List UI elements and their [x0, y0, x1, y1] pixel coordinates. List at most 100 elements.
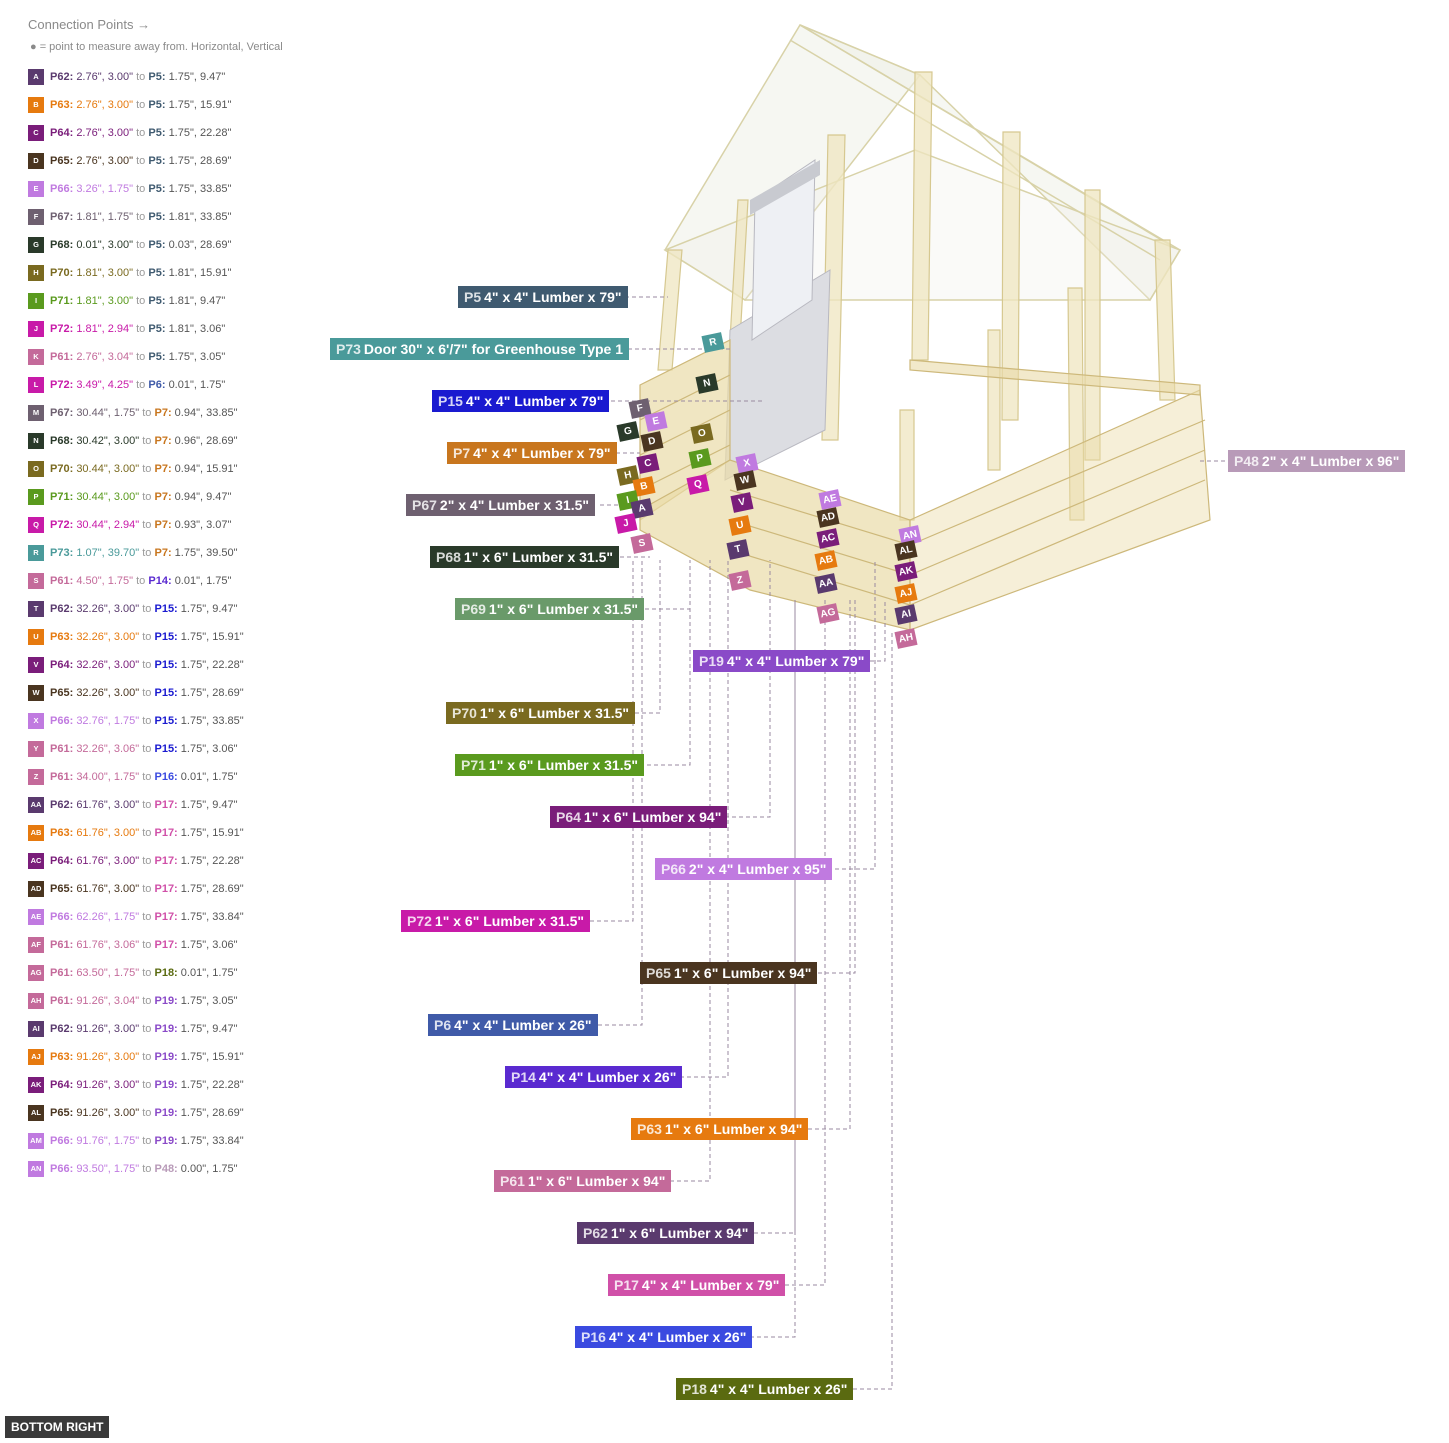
view-orientation-badge: BOTTOM RIGHT [5, 1416, 110, 1438]
from-part: P71: [50, 295, 74, 307]
connection-point-text: P72: 1.81", 2.94" to P5: 1.81", 3.06" [50, 320, 225, 338]
to-word: to [136, 239, 146, 251]
target-value: 0.94", 15.91" [174, 463, 238, 475]
to-word: to [136, 379, 146, 391]
target-value: 0.01", 1.75" [168, 379, 226, 391]
from-part: P66: [50, 1135, 74, 1147]
from-value: 3.26", 1.75" [76, 183, 134, 195]
from-part: P73: [50, 547, 74, 559]
target-value: 0.01", 1.75" [180, 967, 238, 979]
connection-point-text: P64: 91.26", 3.00" to P19: 1.75", 22.28" [50, 1076, 244, 1094]
from-part: P65: [50, 1107, 74, 1119]
to-word: to [142, 799, 152, 811]
target-value: 1.81", 15.91" [168, 267, 232, 279]
connection-point-badge: T [28, 601, 44, 617]
target-part: P17: [154, 939, 178, 951]
target-value: 1.75", 9.47" [180, 1023, 238, 1035]
target-part: P17: [154, 799, 178, 811]
target-part: P17: [154, 855, 178, 867]
from-value: 1.81", 3.00" [76, 267, 134, 279]
target-part: P5: [148, 99, 166, 111]
from-part: P61: [50, 351, 74, 363]
connection-point-text: P65: 2.76", 3.00" to P5: 1.75", 28.69" [50, 152, 231, 170]
to-word: to [142, 519, 152, 531]
to-word: to [142, 911, 152, 923]
from-part: P65: [50, 687, 74, 699]
to-word: to [136, 295, 146, 307]
from-value: 1.81", 1.75" [76, 211, 134, 223]
connection-point-badge: AA [28, 797, 44, 813]
from-part: P64: [50, 1079, 74, 1091]
connection-point-badge: AC [28, 853, 44, 869]
target-value: 1.81", 33.85" [168, 211, 232, 223]
target-part: P15: [154, 631, 178, 643]
target-part: P16: [154, 771, 178, 783]
target-value: 1.75", 3.05" [168, 351, 226, 363]
from-value: 32.26", 3.00" [76, 603, 140, 615]
from-value: 61.76", 3.00" [76, 883, 140, 895]
target-value: 1.75", 22.28" [180, 855, 244, 867]
target-part: P5: [148, 351, 166, 363]
connection-point-badge: S [28, 573, 44, 589]
connection-point-badge: U [28, 629, 44, 645]
from-part: P67: [50, 407, 74, 419]
from-part: P72: [50, 323, 74, 335]
target-part: P6: [148, 379, 166, 391]
from-part: P63: [50, 1051, 74, 1063]
target-part: P5: [148, 71, 166, 83]
from-value: 0.01", 3.00" [76, 239, 134, 251]
target-value: 1.75", 39.50" [174, 547, 238, 559]
from-value: 2.76", 3.00" [76, 71, 134, 83]
target-part: P19: [154, 1023, 178, 1035]
from-part: P64: [50, 855, 74, 867]
connection-point-text: P64: 32.26", 3.00" to P15: 1.75", 22.28" [50, 656, 244, 674]
target-part: P5: [148, 267, 166, 279]
leader-lines [590, 296, 1225, 1390]
connection-point-text: P66: 32.76", 1.75" to P15: 1.75", 33.85" [50, 712, 244, 730]
target-part: P7: [154, 547, 172, 559]
connection-point-text: P66: 93.50", 1.75" to P48: 0.00", 1.75" [50, 1160, 238, 1178]
to-word: to [136, 211, 146, 223]
from-value: 91.76", 1.75" [76, 1135, 140, 1147]
target-value: 1.75", 28.69" [168, 155, 232, 167]
from-part: P62: [50, 799, 74, 811]
from-value: 30.44", 3.00" [76, 463, 140, 475]
target-part: P7: [154, 519, 172, 531]
from-value: 3.49", 4.25" [76, 379, 134, 391]
connection-point-text: P61: 34.00", 1.75" to P16: 0.01", 1.75" [50, 768, 238, 786]
connection-point-text: P70: 1.81", 3.00" to P5: 1.81", 15.91" [50, 264, 231, 282]
connection-point-badge: AK [28, 1077, 44, 1093]
from-part: P64: [50, 659, 74, 671]
from-value: 61.76", 3.06" [76, 939, 140, 951]
target-part: P17: [154, 883, 178, 895]
target-value: 1.75", 22.28" [180, 1079, 244, 1091]
target-value: 1.75", 15.91" [180, 631, 244, 643]
target-part: P19: [154, 995, 178, 1007]
connection-point-badge: O [28, 461, 44, 477]
connection-point-badge: AH [28, 993, 44, 1009]
to-word: to [142, 1023, 152, 1035]
